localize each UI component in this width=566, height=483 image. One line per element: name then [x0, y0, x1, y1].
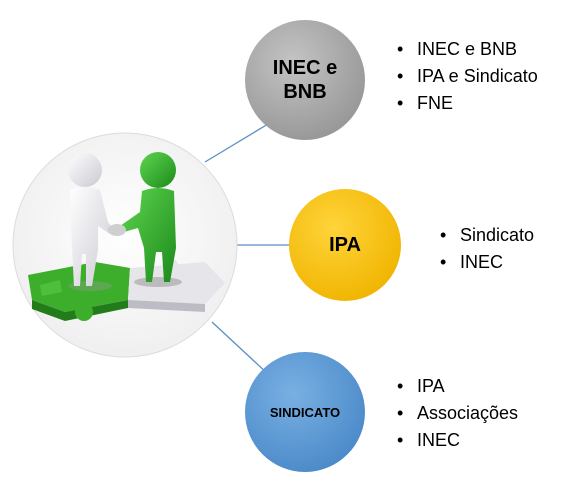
- list-item: •Associações: [397, 403, 519, 423]
- list-item: •IPA e Sindicato: [397, 66, 538, 86]
- node-label-sindicato: SINDICATO: [269, 404, 341, 420]
- node-circle-ipa: [289, 189, 401, 301]
- white-figure: [68, 153, 114, 291]
- bullet-list-inec-bnb: •INEC e BNB •IPA e Sindicato •FNE: [397, 36, 538, 117]
- handshake: [108, 224, 126, 236]
- list-item: •INEC: [440, 252, 504, 272]
- list-item: •FNE: [397, 93, 453, 113]
- bullet-list-sindicato: •IPA •Associações •INEC: [397, 373, 518, 454]
- list-item: •IPA: [397, 376, 445, 396]
- connector-top: [204, 123, 269, 163]
- list-item: •Sindicato: [440, 225, 535, 245]
- green-figure: [120, 152, 182, 287]
- connector-bottom: [211, 321, 269, 375]
- connectors: [204, 123, 292, 375]
- node-circle-sindicato: [245, 352, 365, 472]
- node-circle-inec-bnb: [245, 20, 365, 140]
- bullet-list-ipa: •Sindicato •INEC: [440, 222, 534, 276]
- list-item: •INEC e BNB: [397, 39, 518, 59]
- handshake-puzzle-icon: [12, 132, 238, 358]
- list-item: •INEC: [397, 430, 461, 450]
- node-label-inec-bnb: INEC e BNB: [272, 57, 338, 103]
- node-label-ipa: IPA: [329, 233, 361, 256]
